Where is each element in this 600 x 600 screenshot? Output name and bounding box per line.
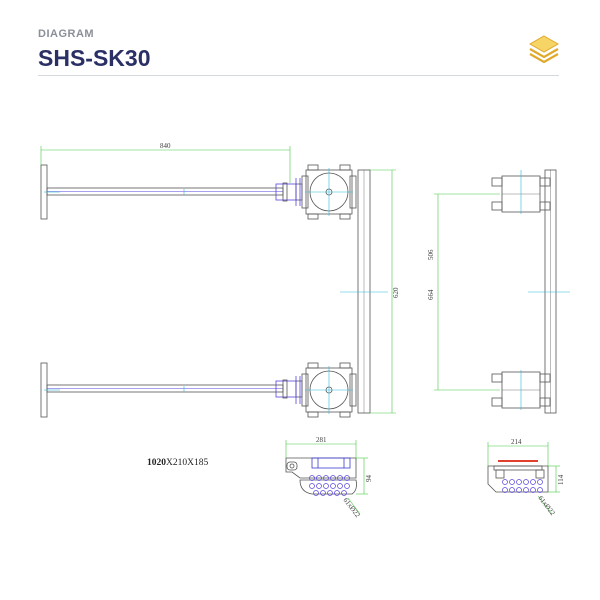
front-height-dimension: 94 — [365, 475, 373, 483]
lower-handle — [40, 362, 357, 418]
end-view — [434, 169, 570, 414]
end-roller-set — [502, 479, 543, 493]
front-roller-set — [309, 475, 350, 496]
end-detail — [487, 442, 560, 515]
header-divider — [38, 75, 559, 76]
end-roller-label: 61xØ22 — [536, 494, 556, 517]
page-title: SHS-SK30 — [38, 45, 151, 71]
front-detail — [285, 440, 368, 515]
bar-length-dimension: 840 — [160, 142, 171, 150]
size-spec-rest: X210X185 — [166, 458, 209, 468]
span-a-dimension: 506 — [427, 249, 435, 260]
side-view — [40, 146, 396, 418]
side-height-dimension: 620 — [392, 287, 400, 298]
category-label: DIAGRAM — [38, 28, 95, 40]
end-width-dimension: 214 — [511, 438, 522, 446]
end-height-dimension: 114 — [557, 474, 565, 485]
front-width-dimension: 281 — [316, 436, 327, 444]
size-spec: 1020X210X185 — [147, 458, 208, 468]
span-b-dimension: 664 — [427, 289, 435, 300]
size-spec-length: 1020 — [147, 458, 166, 468]
front-roller-label: 61xØ22 — [341, 496, 361, 519]
stacked-layers-icon — [528, 35, 560, 64]
header: DIAGRAM SHS-SK30 — [38, 28, 150, 72]
